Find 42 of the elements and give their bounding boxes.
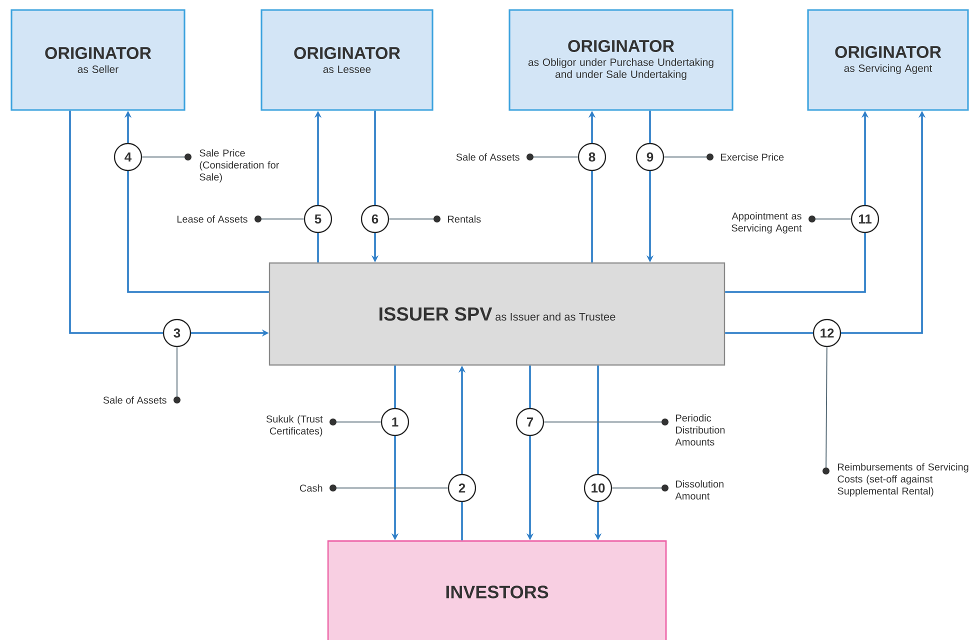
flow-label: Reimbursements of Servicing Costs (set-off against Supplemental Rental) [838, 463, 968, 497]
flow-label: Appointment as Servicing Agent [732, 212, 802, 234]
party-box: ORIGINATOR as Lessee [260, 9, 434, 111]
party-box: ORIGINATOR as Obligor under Purchase Undertaking and under Sale Undertaking [508, 9, 734, 111]
step-number: 5 [304, 204, 332, 234]
flow-label: Rentals [448, 215, 481, 223]
leader-line [662, 484, 668, 492]
flow-label: Cash [300, 484, 322, 492]
leader-line [822, 468, 830, 474]
leader-line [808, 216, 816, 222]
flow-label: Sale Price (Consideration for Sale) [200, 149, 280, 183]
step-number: 2 [448, 474, 476, 502]
leader-line [526, 154, 534, 160]
flow-label: Lease of Assets [177, 215, 248, 223]
step-number: 10 [584, 474, 612, 502]
flow-label: Sukuk (Trust Certificates) [266, 415, 323, 437]
flow-label: Sale of Assets [456, 153, 520, 161]
flow-label: Exercise Price [721, 153, 784, 161]
step-number: 12 [812, 318, 842, 348]
leader-line [254, 216, 262, 222]
step-number: 1 [380, 408, 410, 436]
step-number: 9 [636, 142, 664, 172]
party-box: ORIGINATOR as Servicing Agent [807, 9, 969, 111]
leader-line [706, 154, 714, 160]
step-number: 7 [516, 408, 544, 436]
leader-line [330, 418, 336, 426]
flow-label: Sale of Assets [103, 396, 166, 404]
party-box: ORIGINATOR as Seller [10, 9, 186, 111]
investors-box: INVESTORS [327, 540, 667, 640]
step-number: 11 [850, 204, 880, 234]
flow-label: Dissolution Amount [675, 480, 724, 500]
flow-label: Periodic Distribution Amounts [675, 414, 725, 446]
leader-line [184, 154, 192, 160]
leader-line [434, 216, 440, 222]
step-number: 8 [578, 142, 606, 172]
leader-line [174, 396, 180, 404]
issuer-box: ISSUER SPV as Issuer and as Trustee [268, 262, 726, 366]
leader-line [662, 418, 668, 426]
step-number: 3 [162, 318, 192, 348]
leader-line [330, 484, 336, 492]
step-number: 4 [114, 142, 142, 172]
step-number: 6 [360, 204, 390, 234]
